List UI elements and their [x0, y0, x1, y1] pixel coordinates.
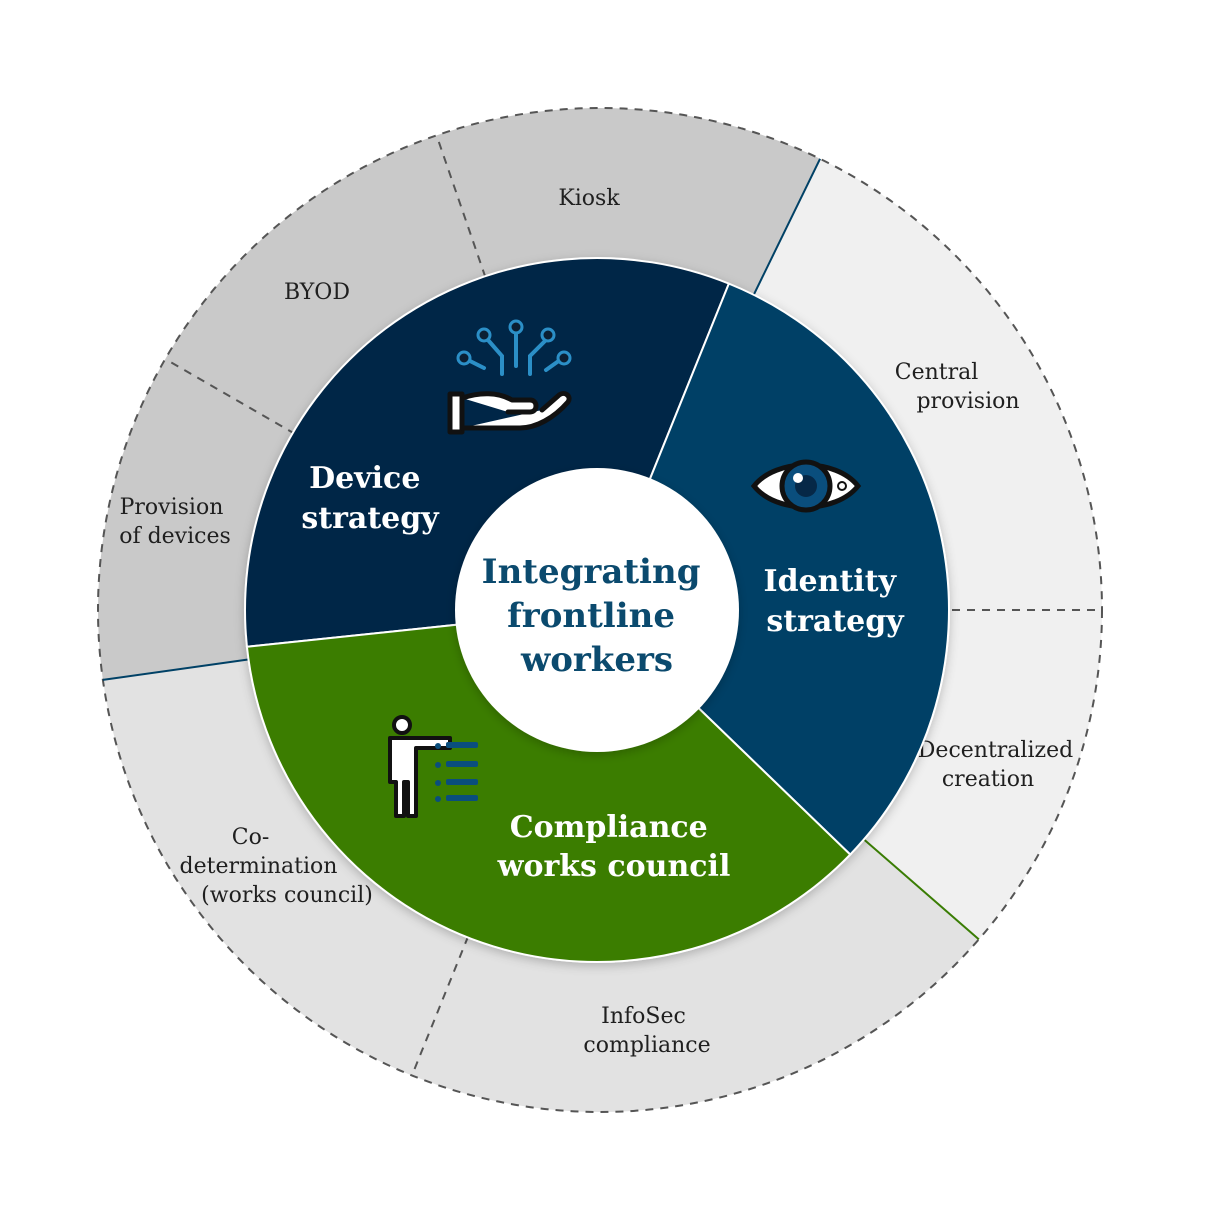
device-strategy-label: Device strategy: [301, 461, 440, 536]
separator-device-identity: [752, 158, 821, 296]
outer-label-central-provision: Central provision: [895, 360, 1020, 414]
outer-label-infosec-compliance: InfoSec compliance: [583, 1004, 710, 1058]
separator-identity-compliance: [863, 838, 980, 941]
outer-label-decentralized-creation: Decentralized creation: [918, 738, 1080, 792]
outer-label-kiosk: Kiosk: [558, 186, 620, 211]
identity-strategy-label: Identity strategy: [764, 564, 907, 639]
outer-ring-separators: [102, 158, 980, 941]
outer-ring-dividers: [164, 135, 1102, 1076]
compliance-works-council-label: Compliance works council: [497, 810, 731, 884]
divider-byod-kiosk: [435, 135, 487, 278]
center-title: Integrating frontline workers: [482, 552, 713, 680]
separator-device-compliance: [102, 657, 254, 681]
center-circle: [455, 468, 739, 752]
outer-label-provision-of-devices: Provision of devices: [119, 495, 231, 549]
outer-ring-border: [97, 107, 1103, 1113]
hand-circuit-icon: [447, 319, 572, 435]
eye-icon: [750, 459, 862, 513]
presenter-list-icon: [388, 715, 478, 818]
inner-ring: [244, 257, 950, 963]
divider-infosec-codetermination: [411, 935, 470, 1076]
outer-label-byod: BYOD: [284, 280, 350, 305]
outer-label-codetermination: Co- determination (works council): [180, 825, 373, 908]
divider-provision-byod: [164, 358, 296, 435]
